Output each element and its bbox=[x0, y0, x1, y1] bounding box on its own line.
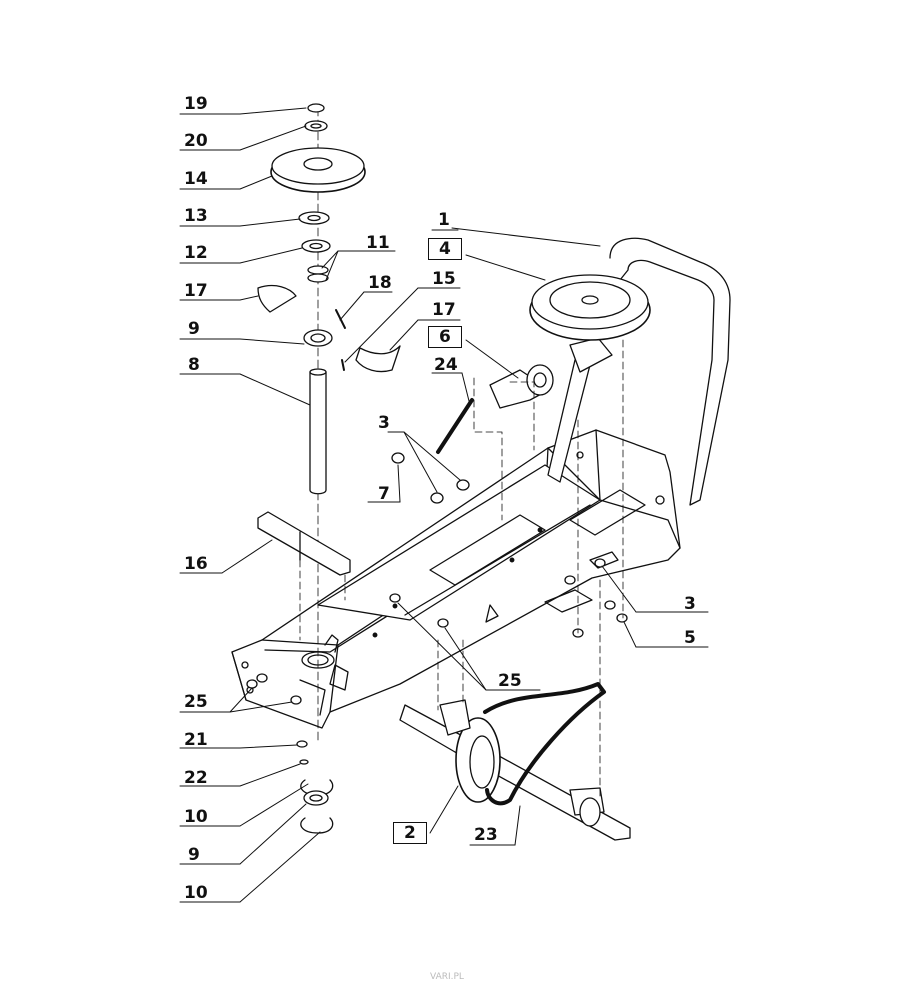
part-label-9-top: 9 bbox=[188, 319, 200, 339]
part-label-7: 7 bbox=[378, 484, 390, 504]
part-label-2: 2 bbox=[393, 822, 427, 844]
part-label-23: 23 bbox=[474, 825, 498, 845]
main-pulley bbox=[529, 274, 651, 341]
part-label-13: 13 bbox=[184, 206, 208, 226]
part-label-8: 8 bbox=[188, 355, 200, 375]
part-label-11: 11 bbox=[366, 233, 390, 253]
part-label-17-left: 17 bbox=[184, 281, 208, 301]
part-label-10-bottom: 10 bbox=[184, 883, 208, 903]
part-label-10-top: 10 bbox=[184, 807, 208, 827]
part-label-19: 19 bbox=[184, 94, 208, 114]
hardware-fasteners bbox=[246, 452, 628, 705]
part-label-17-right: 17 bbox=[432, 300, 456, 320]
part-label-24: 24 bbox=[434, 355, 458, 375]
part-label-22: 22 bbox=[184, 768, 208, 788]
part-label-12: 12 bbox=[184, 243, 208, 263]
assembly-guides bbox=[299, 339, 624, 801]
part-label-3-top: 3 bbox=[378, 413, 390, 433]
part-label-16: 16 bbox=[184, 554, 208, 574]
part-label-5: 5 bbox=[684, 628, 696, 648]
part-label-4: 4 bbox=[428, 238, 462, 260]
part-label-6: 6 bbox=[428, 326, 462, 348]
part-label-21: 21 bbox=[184, 730, 208, 750]
part-label-9-bottom: 9 bbox=[188, 845, 200, 865]
part-label-25-left: 25 bbox=[184, 692, 208, 712]
tensioner-assembly bbox=[436, 364, 554, 454]
rear-axle-assembly bbox=[399, 682, 631, 841]
part-label-15: 15 bbox=[432, 269, 456, 289]
part-label-3-right: 3 bbox=[684, 594, 696, 614]
part-label-20: 20 bbox=[184, 131, 208, 151]
part-label-1: 1 bbox=[438, 210, 450, 230]
shaft-stack bbox=[257, 103, 401, 834]
part-label-14: 14 bbox=[184, 169, 208, 189]
steering-handle bbox=[547, 237, 731, 506]
leader-lines bbox=[179, 107, 709, 903]
part-label-25-right: 25 bbox=[498, 671, 522, 691]
chassis-frame bbox=[231, 429, 681, 729]
watermark: VARI.PL bbox=[430, 972, 464, 982]
part-label-18: 18 bbox=[368, 273, 392, 293]
